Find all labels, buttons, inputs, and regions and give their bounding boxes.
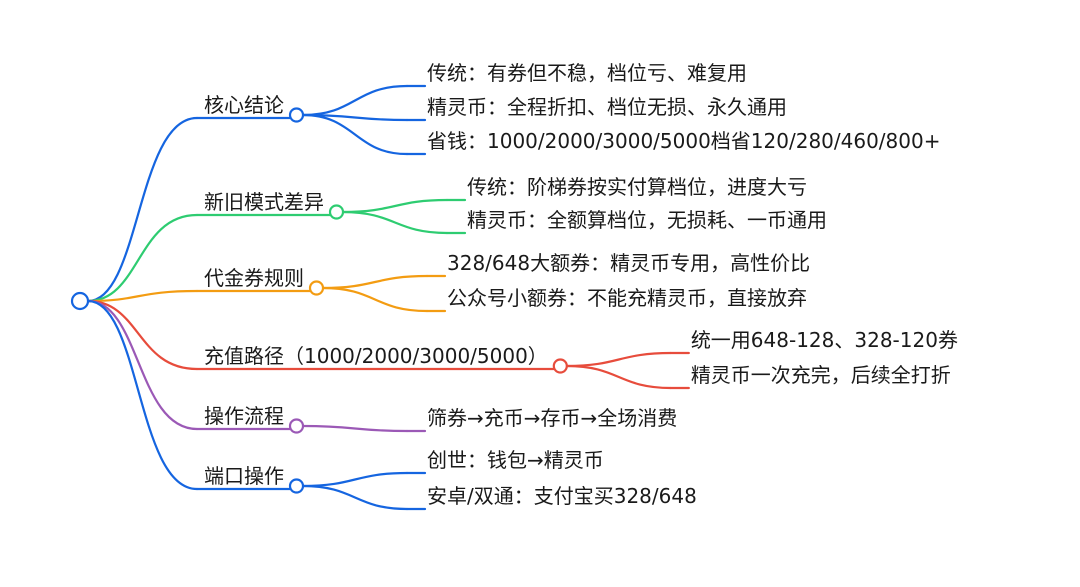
branch-to-leaf-edge (301, 113, 409, 156)
root-to-branch-edge (86, 116, 199, 303)
root-node[interactable] (70, 291, 90, 311)
branch-label: 充值路径（1000/2000/3000/5000） (204, 344, 548, 368)
leaf-label: 传统：有券但不稳，档位亏、难复用 (427, 61, 747, 85)
leaf-label: 统一用648-128、328-120券 (691, 328, 958, 352)
leaf-label: 传统：阶梯券按实付算档位，进度大亏 (467, 175, 807, 199)
root-to-branch-edge (86, 299, 199, 491)
branch-to-leaf-edge (321, 286, 429, 313)
branch-to-leaf-edge (301, 424, 409, 433)
leaf-label: 精灵币一次充完，后续全打折 (691, 363, 951, 387)
branch-to-leaf-edge (565, 364, 672, 390)
branch-to-leaf-edge (301, 484, 409, 511)
branch-node[interactable] (288, 478, 305, 494)
leaf-label: 公众号小额券：不能充精灵币，直接放弃 (447, 286, 807, 310)
branch-to-leaf-edge (565, 351, 672, 368)
branch-node[interactable] (288, 418, 305, 434)
branch-to-leaf-edge (321, 274, 429, 290)
root-to-branch-edge (86, 289, 199, 303)
leaf-label: 精灵币：全程折扣、档位无损、永久通用 (427, 95, 787, 119)
root-to-branch-edge (86, 299, 199, 431)
leaf-label: 筛券→充币→存币→全场消费 (427, 406, 677, 430)
branch-to-leaf-edge (301, 84, 409, 117)
branch-to-leaf-edge (301, 471, 409, 488)
branch-to-leaf-edge (341, 210, 449, 235)
root-to-branch-edge (86, 299, 199, 371)
branch-label: 代金券规则 (204, 266, 304, 290)
branch-label: 操作流程 (204, 404, 284, 428)
branch-label: 端口操作 (204, 464, 284, 488)
branch-label: 核心结论 (204, 93, 284, 117)
branch-label: 新旧模式差异 (204, 190, 324, 214)
mindmap-edges (86, 84, 690, 511)
branch-node[interactable] (308, 280, 325, 296)
root-to-branch-edge (86, 213, 199, 303)
mindmap-nodes (70, 107, 568, 494)
leaf-label: 省钱：1000/2000/3000/5000档省120/280/460/800+ (427, 129, 940, 153)
branch-node[interactable] (288, 107, 305, 123)
branch-to-leaf-edge (341, 198, 449, 214)
leaf-label: 安卓/双通：支付宝买328/648 (427, 484, 697, 508)
mindmap-labels: 核心结论 传统：有券但不稳，档位亏、难复用精灵币：全程折扣、档位无损、永久通用省钱… (204, 61, 958, 508)
leaf-label: 328/648大额券：精灵币专用，高性价比 (447, 251, 810, 275)
branch-node[interactable] (552, 358, 568, 374)
leaf-label: 精灵币：全额算档位，无损耗、一币通用 (467, 208, 827, 232)
leaf-label: 创世：钱包→精灵币 (427, 448, 604, 472)
branch-node[interactable] (328, 204, 345, 220)
